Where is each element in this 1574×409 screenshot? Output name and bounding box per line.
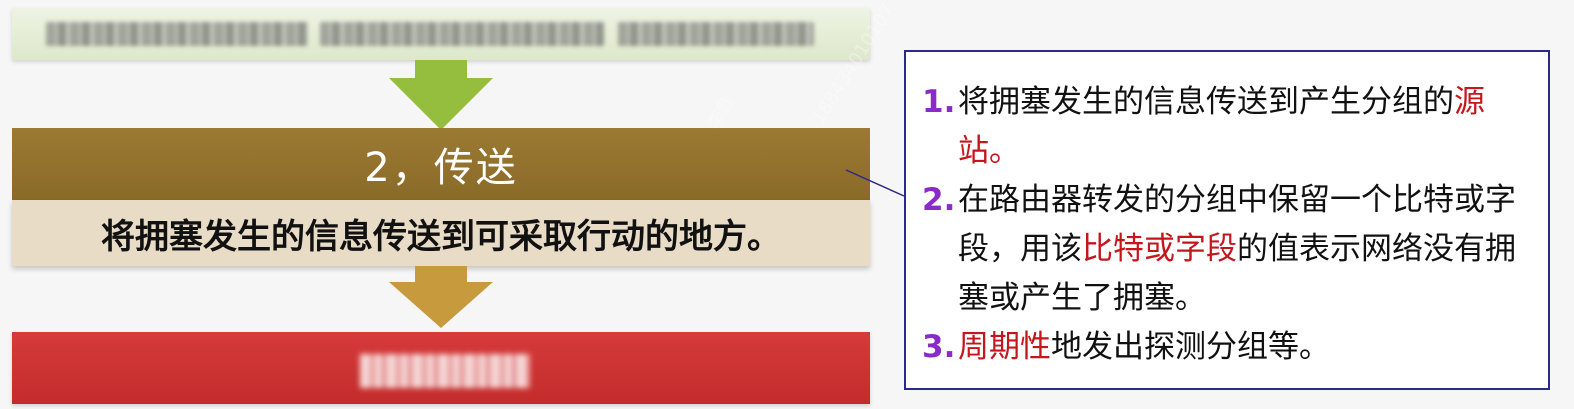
list-item-number: 2.: [922, 182, 956, 218]
step2-body: 将拥塞发生的信息传送到可采取行动的地方。: [12, 200, 870, 266]
arrow-shaft: [415, 60, 467, 78]
blurred-text: [46, 22, 308, 46]
step2-header: 2，传送: [12, 128, 870, 200]
text-span: 将拥塞发生的信息传送到产生分组的: [958, 84, 1454, 120]
step2-header-text: 2，传送: [364, 145, 518, 191]
arrow-shaft: [415, 266, 467, 282]
list-item-text: 将拥塞发生的信息传送到产生分组的源站。: [922, 78, 1536, 176]
highlight-span: 周期性: [958, 329, 1051, 365]
text-span: 在路由器转发的分组中保留一个比特或字段，用该: [958, 182, 1516, 267]
list-item-number: 3.: [922, 329, 956, 365]
blurred-text: [618, 22, 814, 46]
highlight-span: 源站。: [958, 84, 1485, 169]
list-item-text: 周期性地发出探测分组等。: [922, 323, 1536, 372]
explanation-panel: 1. 将拥塞发生的信息传送到产生分组的源站。 2. 在路由器转发的分组中保留一个…: [904, 50, 1550, 390]
arrow-head: [389, 282, 493, 328]
text-span: 的值表示网络没有拥塞或产生了拥塞。: [958, 231, 1516, 316]
list-item: 2. 在路由器转发的分组中保留一个比特或字段，用该比特或字段的值表示网络没有拥塞…: [922, 176, 1536, 323]
step2-body-text: 将拥塞发生的信息传送到可采取行动的地方。: [101, 216, 781, 257]
blurred-text: [360, 354, 530, 388]
arrow-head: [389, 78, 493, 130]
list-item: 1. 将拥塞发生的信息传送到产生分组的源站。: [922, 78, 1536, 176]
blurred-text: [320, 22, 604, 46]
step3-block-blurred: [12, 332, 870, 404]
text-span: 地发出探测分组等。: [1051, 329, 1330, 365]
step1-block-blurred: [12, 8, 870, 60]
list-item-number: 1.: [922, 84, 956, 120]
highlight-span: 比特或字段: [1082, 231, 1237, 267]
list-item-text: 在路由器转发的分组中保留一个比特或字段，用该比特或字段的值表示网络没有拥塞或产生…: [922, 176, 1536, 323]
list-item: 3. 周期性地发出探测分组等。: [922, 323, 1536, 372]
